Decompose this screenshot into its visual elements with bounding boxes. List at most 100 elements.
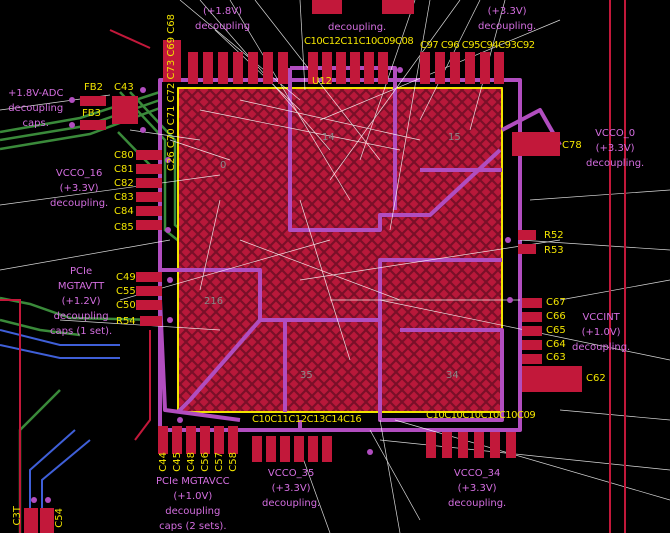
refdes-c55[interactable]: C55 bbox=[116, 286, 136, 297]
bank-label-34: 34 bbox=[446, 370, 459, 381]
cap-column-left-vcco16[interactable] bbox=[136, 150, 162, 230]
refdes-c82[interactable]: C82 bbox=[114, 178, 134, 189]
refdes-fb3[interactable]: FB3 bbox=[82, 108, 101, 119]
refdes-c80[interactable]: C80 bbox=[114, 150, 134, 161]
refdes-bottom-right-row[interactable]: C10C10C10C10C10C09 bbox=[426, 410, 536, 421]
refdes-c63[interactable]: C63 bbox=[546, 352, 566, 363]
refdes-c57[interactable]: C57 bbox=[214, 452, 225, 472]
refdes-c67[interactable]: C67 bbox=[546, 297, 566, 308]
note-line: decoupling. bbox=[478, 21, 537, 32]
note-line: (+1.0V) bbox=[173, 491, 213, 502]
note-top-18v: (+1.8V) decoupling bbox=[195, 4, 250, 34]
note-vcco34: VCCO_34 (+3.3V) decoupling. bbox=[448, 466, 506, 511]
bank-label-14: 14 bbox=[322, 132, 335, 143]
note-line: VCCO_0 bbox=[595, 128, 636, 139]
note-line: decoupling. bbox=[262, 498, 321, 509]
note-line: caps. bbox=[22, 118, 49, 129]
note-line: caps (2 sets). bbox=[159, 521, 227, 532]
refdes-c49[interactable]: C49 bbox=[116, 272, 136, 283]
cap-column-left-mgtavtt[interactable] bbox=[136, 272, 162, 326]
note-line: VCCO_35 bbox=[267, 468, 315, 479]
cap-row-bottom-left[interactable] bbox=[158, 426, 238, 454]
bank-label-0: 0 bbox=[220, 160, 227, 171]
cap-column-right[interactable] bbox=[512, 132, 582, 392]
blue-traces bbox=[0, 329, 120, 533]
note-line: (+3.3V) bbox=[271, 483, 311, 494]
note-top-center: decoupling. bbox=[328, 20, 386, 35]
note-line: (+3.3V) bbox=[487, 6, 527, 17]
fpga-copper-pour[interactable] bbox=[178, 88, 502, 412]
note-line: VCCINT bbox=[582, 312, 620, 323]
refdes-c83[interactable]: C83 bbox=[114, 192, 134, 203]
refdes-r54[interactable]: R54 bbox=[116, 316, 136, 327]
note-vcco0: VCCO_0 (+3.3V) decoupling. bbox=[586, 126, 644, 171]
cap-row-bottom-center[interactable] bbox=[252, 436, 332, 462]
note-mgtavtt: PCIe MGTAVTT (+1.2V) decoupling caps (1 … bbox=[50, 264, 112, 339]
note-line: decoupling bbox=[53, 311, 109, 322]
refdes-c81[interactable]: C81 bbox=[114, 164, 134, 175]
note-line: (+1.2V) bbox=[61, 296, 101, 307]
refdes-c85[interactable]: C85 bbox=[114, 222, 134, 233]
refdes-c84[interactable]: C84 bbox=[114, 206, 134, 217]
refdes-c58[interactable]: C58 bbox=[228, 452, 239, 472]
bank-label-216: 216 bbox=[204, 296, 224, 307]
cap-row-bottom-right[interactable] bbox=[426, 432, 516, 458]
ferrite-beads[interactable] bbox=[80, 96, 138, 130]
note-line: decoupling. bbox=[328, 22, 387, 33]
red-traces bbox=[0, 0, 626, 533]
note-mgtavcc: PCIe MGTAVCC (+1.0V) decoupling caps (2 … bbox=[156, 474, 230, 533]
note-line: PCIe MGTAVCC bbox=[156, 476, 230, 487]
refdes-c64[interactable]: C64 bbox=[546, 339, 566, 350]
note-line: (+1.8V) bbox=[203, 6, 242, 17]
cap-row-top-right[interactable] bbox=[420, 52, 504, 84]
vias bbox=[31, 67, 513, 503]
note-line: VCCO_16 bbox=[55, 168, 103, 179]
refdes-bottom-center-row[interactable]: C10C11C12C13C14C16 bbox=[252, 414, 362, 425]
bank-label-35: 35 bbox=[300, 370, 313, 381]
note-line: PCIe bbox=[70, 266, 93, 277]
refdes-r53[interactable]: R53 bbox=[544, 245, 564, 256]
refdes-top-left-row[interactable]: C26 C70 C71 C72 C73 C69 C68 bbox=[166, 14, 177, 172]
note-line: decoupling. bbox=[448, 498, 507, 509]
note-line: (+1.0V) bbox=[581, 327, 621, 338]
refdes-c56[interactable]: C56 bbox=[200, 452, 211, 472]
refdes-c43[interactable]: C43 bbox=[114, 82, 134, 93]
refdes-u12[interactable]: U12 bbox=[312, 76, 333, 87]
note-line: decoupling. bbox=[586, 158, 645, 169]
note-line: decoupling. bbox=[572, 342, 631, 353]
refdes-c78[interactable]: C78 bbox=[562, 140, 582, 151]
note-adc: +1.8V-ADC decoupling caps. bbox=[8, 86, 63, 131]
cap-bottom-left-corner[interactable] bbox=[24, 508, 54, 533]
refdes-c48[interactable]: C48 bbox=[186, 452, 197, 472]
refdes-fb2[interactable]: FB2 bbox=[84, 82, 103, 93]
refdes-c62[interactable]: C62 bbox=[586, 373, 606, 384]
refdes-c66[interactable]: C66 bbox=[546, 311, 566, 322]
note-line: decoupling bbox=[195, 21, 251, 32]
refdes-r52[interactable]: R52 bbox=[544, 230, 564, 241]
note-line: (+3.3V) bbox=[457, 483, 497, 494]
refdes-c50[interactable]: C50 bbox=[116, 300, 136, 311]
refdes-top-right-row[interactable]: C97 C96 C95C94C93C92 bbox=[420, 40, 535, 51]
refdes-c3t[interactable]: C3T bbox=[12, 506, 23, 526]
note-line: caps (1 set). bbox=[50, 326, 113, 337]
note-line: decoupling bbox=[165, 506, 221, 517]
note-line: VCCO_34 bbox=[453, 468, 501, 479]
note-line: (+3.3V) bbox=[595, 143, 635, 154]
note-top-right: (+3.3V) decoupling. bbox=[478, 4, 536, 34]
note-line: +1.8V-ADC bbox=[8, 88, 64, 99]
refdes-c45[interactable]: C45 bbox=[172, 452, 183, 472]
refdes-top-center-row[interactable]: C10C12C11C10C09C08 bbox=[304, 36, 414, 47]
refdes-c44[interactable]: C44 bbox=[158, 452, 169, 472]
cap-row-top-center[interactable] bbox=[308, 0, 414, 84]
refdes-c54[interactable]: C54 bbox=[54, 508, 65, 528]
note-vcco35: VCCO_35 (+3.3V) decoupling. bbox=[262, 466, 320, 511]
refdes-c65[interactable]: C65 bbox=[546, 325, 566, 336]
bank-label-15: 15 bbox=[448, 132, 461, 143]
note-vccint: VCCINT (+1.0V) decoupling. bbox=[572, 310, 630, 355]
plane-outlines bbox=[158, 66, 562, 432]
cap-row-top-left[interactable] bbox=[163, 40, 288, 84]
note-line: (+3.3V) bbox=[59, 183, 99, 194]
